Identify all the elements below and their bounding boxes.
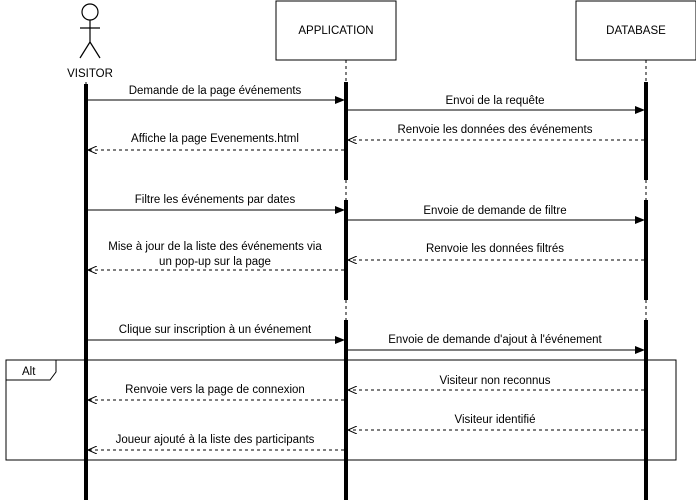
visitor-actor: VISITOR	[67, 3, 113, 80]
message-3: Renvoie les données des événements	[348, 124, 644, 140]
message-14: Joueur ajouté à la liste des participant…	[88, 434, 344, 450]
message-label: Affiche la page Evenements.html	[131, 133, 299, 145]
message-label: Joueur ajouté à la liste des participant…	[116, 434, 315, 446]
message-label: Renvoie les données filtrés	[426, 243, 564, 255]
message-label: Visiteur non reconnus	[439, 375, 550, 387]
database-activation-1	[644, 82, 648, 180]
application-label: APPLICATION	[298, 25, 373, 37]
alt-fragment: Alt	[5, 359, 677, 461]
application-participant: APPLICATION	[275, 0, 397, 61]
message-12: Renvoie vers la page de connexion	[88, 384, 344, 400]
message-5: Filtre les événements par dates	[88, 194, 345, 214]
message-label: Envoi de la requête	[445, 95, 544, 107]
message-label: Filtre les événements par dates	[135, 194, 296, 206]
message-10: Envoie de demande d'ajout à l'événement	[348, 334, 645, 354]
visitor-label: VISITOR	[67, 68, 113, 80]
message-label: Mise à jour de la liste des événements v…	[108, 241, 322, 253]
database-participant: DATABASE	[575, 0, 696, 61]
message-label: Renvoie vers la page de connexion	[125, 384, 305, 396]
message-label: Envoie de demande de filtre	[423, 205, 566, 217]
visitor-activation	[84, 84, 88, 500]
application-activation-1	[344, 82, 348, 180]
message-4: Affiche la page Evenements.html	[88, 133, 344, 150]
database-activation-2	[644, 200, 648, 300]
message-label: Clique sur inscription à un événement	[119, 324, 312, 336]
message-11: Visiteur non reconnus	[348, 375, 644, 390]
message-label-line2: un pop-up sur la page	[159, 256, 271, 268]
application-activation-2	[344, 200, 348, 300]
message-1: Demande de la page événements	[88, 85, 345, 104]
application-activation-3	[344, 320, 348, 500]
message-13: Visiteur identifié	[348, 414, 644, 430]
message-label: Visiteur identifié	[455, 414, 536, 426]
message-2: Envoi de la requête	[348, 95, 645, 114]
message-7: Renvoie les données filtrés	[348, 243, 644, 260]
message-label: Demande de la page événements	[129, 85, 302, 97]
alt-label: Alt	[22, 366, 36, 378]
message-9: Clique sur inscription à un événement	[88, 324, 345, 344]
message-label: Envoie de demande d'ajout à l'événement	[388, 334, 602, 346]
message-6: Envoie de demande de filtre	[348, 205, 645, 224]
database-activation-3	[644, 320, 648, 500]
actor-head	[81, 3, 99, 21]
database-label: DATABASE	[606, 25, 666, 37]
message-8: Mise à jour de la liste des événements v…	[88, 241, 344, 270]
message-label: Renvoie les données des événements	[398, 124, 593, 136]
